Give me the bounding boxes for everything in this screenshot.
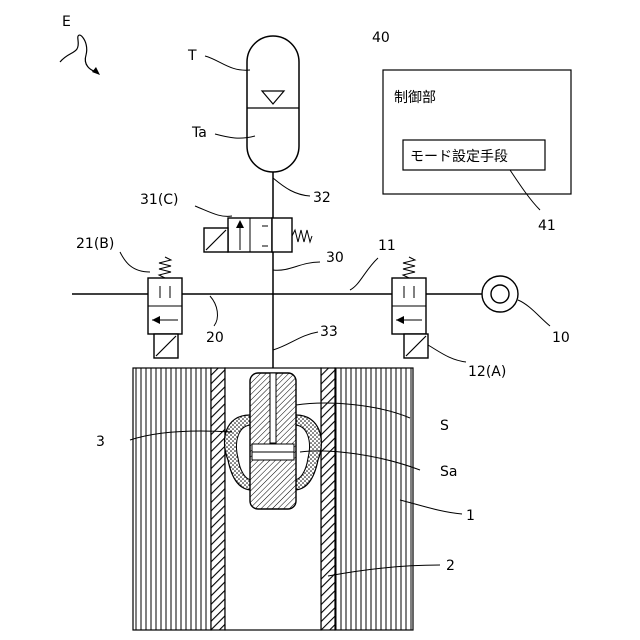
- label-33: 33: [320, 324, 338, 340]
- label-40: 40: [372, 30, 390, 46]
- label-2: 2: [446, 558, 455, 574]
- valve-21-b: [148, 257, 182, 358]
- label-sa: Sa: [440, 464, 457, 480]
- casing-wall-right: [321, 368, 335, 630]
- valve-12-a: [392, 257, 428, 358]
- pump-10: [482, 276, 518, 312]
- label-31-c: 31(C): [140, 192, 179, 208]
- controller-title: 制御部: [394, 90, 436, 106]
- direction-e-arrow: [60, 35, 100, 75]
- label-20: 20: [206, 330, 224, 346]
- tank-t: [247, 36, 299, 172]
- device-s: [250, 373, 296, 509]
- label-11: 11: [378, 238, 396, 254]
- label-41: 41: [538, 218, 556, 234]
- label-1: 1: [466, 508, 475, 524]
- label-12-a: 12(A): [468, 364, 506, 380]
- label-30: 30: [326, 250, 344, 266]
- label-21-b: 21(B): [76, 236, 114, 252]
- casing-wall-left: [211, 368, 225, 630]
- label-s: S: [440, 418, 449, 434]
- label-3: 3: [96, 434, 105, 450]
- label-e: E: [62, 14, 71, 30]
- label-t: T: [187, 48, 197, 64]
- label-ta: Ta: [191, 125, 207, 141]
- controller-40: 制御部 モード設定手段: [383, 70, 571, 194]
- label-32: 32: [313, 190, 331, 206]
- mode-setting-label: モード設定手段: [410, 149, 508, 165]
- label-10: 10: [552, 330, 570, 346]
- valve-31-c: [204, 218, 312, 252]
